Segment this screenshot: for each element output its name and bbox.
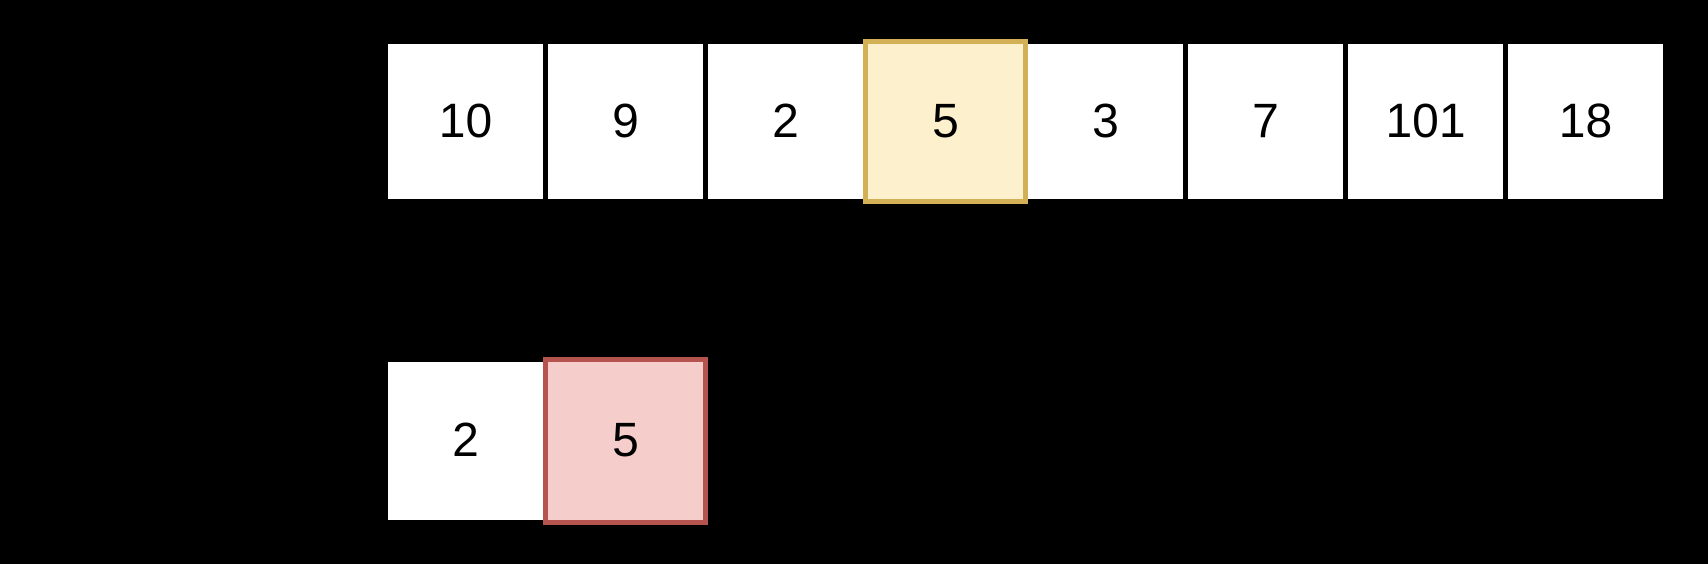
array-cell: 101 — [1348, 44, 1503, 199]
array-cell: 3 — [1028, 44, 1183, 199]
array-cell: 10 — [388, 44, 543, 199]
array-cell: 18 — [1508, 44, 1663, 199]
array-cell: 2 — [708, 44, 863, 199]
array-cell-highlighted: 5 — [863, 39, 1028, 204]
array-cell: 9 — [548, 44, 703, 199]
array-cell: 2 — [388, 362, 543, 520]
array-cell-highlighted: 5 — [543, 357, 708, 525]
array-cell: 7 — [1188, 44, 1343, 199]
